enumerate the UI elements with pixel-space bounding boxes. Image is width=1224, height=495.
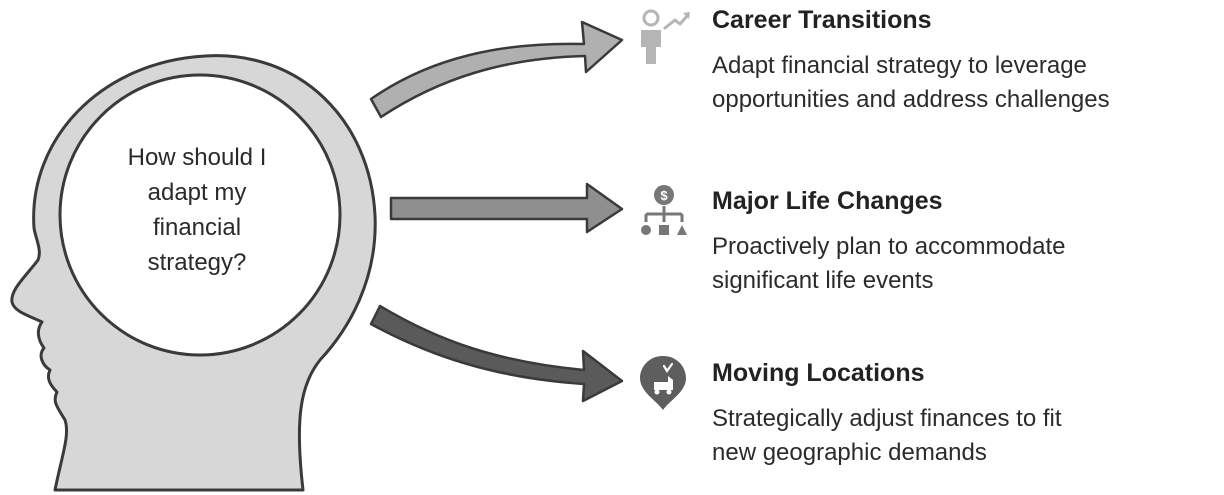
item-title: Major Life Changes <box>712 187 943 215</box>
relocation-pin-icon <box>640 356 686 410</box>
central-question: How should I adapt my financial strategy… <box>127 144 267 276</box>
svg-text:$: $ <box>660 188 668 203</box>
financial-hierarchy-icon: $ <box>641 185 687 235</box>
item-description: Proactively plan to accommodate signific… <box>712 233 1066 294</box>
arrow-moving <box>369 304 624 403</box>
thought-circle <box>58 73 342 357</box>
item-description: Strategically adjust finances to fit new… <box>712 405 1062 466</box>
item-description: Adapt financial strategy to leverage opp… <box>712 52 1110 113</box>
arrow-life-changes <box>389 182 624 234</box>
item-title: Moving Locations <box>712 359 925 387</box>
item-moving-locations: Moving Locations Strategically adjust fi… <box>712 358 1222 470</box>
arrow-career <box>369 20 624 119</box>
item-title: Career Transitions <box>712 6 932 34</box>
item-major-life-changes: Major Life Changes Proactively plan to a… <box>712 186 1222 298</box>
career-growth-icon <box>641 9 690 64</box>
item-career-transitions: Career Transitions Adapt financial strat… <box>712 5 1222 117</box>
